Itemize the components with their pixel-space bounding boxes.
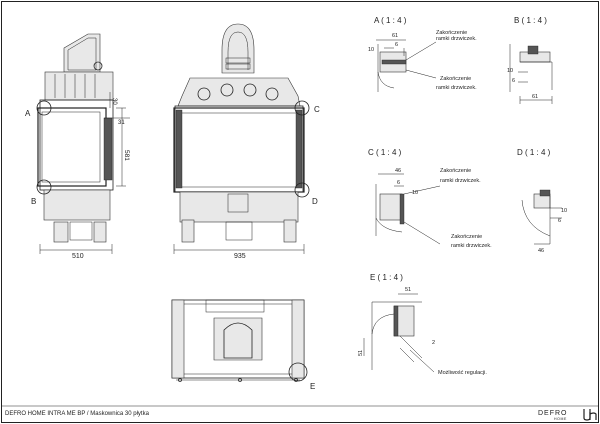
detail-a-note4: ramki drzwiczek. — [436, 85, 477, 91]
detail-e-dim3: 2 — [432, 340, 435, 346]
detail-a-dim3: 10 — [368, 47, 374, 53]
detail-c-note4: ramki drzwiczek. — [451, 243, 492, 249]
detail-a-dim1: 61 — [392, 33, 398, 39]
detail-c-dim1: 46 — [395, 168, 401, 174]
detail-d-dim1: 10 — [561, 208, 567, 214]
detail-b-dim1: 10 — [507, 68, 513, 74]
front-view — [173, 23, 310, 254]
detail-e-note: Możliwość regulacji. — [438, 370, 487, 376]
front-width-dim: 935 — [234, 253, 246, 260]
detail-a-dim2: 6 — [395, 42, 398, 48]
top-view — [171, 299, 308, 382]
detail-a-note3: Zakończenie — [440, 76, 471, 82]
detail-c-note3: Zakończenie — [451, 234, 482, 240]
side-view — [36, 33, 130, 254]
detail-d-dim3: 46 — [538, 248, 544, 254]
detail-e-title: E ( 1 : 4 ) — [370, 273, 403, 282]
defro-logo-icon — [583, 409, 597, 421]
detail-c — [375, 173, 441, 245]
detail-b-dim3: 61 — [532, 94, 538, 100]
detail-a-note2: ramki drzwiczek. — [436, 36, 477, 42]
side-dim-30: 30 — [111, 98, 117, 105]
side-height-dim: 581 — [123, 150, 130, 161]
callout-a: A — [25, 109, 31, 118]
detail-c-dim2: 6 — [397, 180, 400, 186]
logo-sub: HOME — [554, 417, 567, 421]
callout-e: E — [310, 382, 315, 391]
detail-d-title: D ( 1 : 4 ) — [517, 148, 551, 157]
callout-b: B — [31, 197, 36, 206]
detail-d — [521, 189, 562, 245]
detail-b — [509, 44, 553, 104]
callout-d: D — [312, 197, 318, 206]
detail-a — [376, 39, 437, 92]
detail-a-title: A ( 1 : 4 ) — [374, 16, 407, 25]
detail-c-title: C ( 1 : 4 ) — [368, 148, 402, 157]
side-width-dim: 510 — [72, 253, 84, 260]
detail-a-note1: Zakończenie — [436, 30, 467, 36]
detail-c-dim3: 10 — [412, 190, 418, 196]
callout-c: C — [314, 105, 320, 114]
side-dim-31: 31 — [118, 120, 125, 126]
detail-c-note1: Zakończenie — [440, 168, 471, 174]
detail-c-note2: ramki drzwiczek. — [440, 178, 481, 184]
detail-d-dim2: 6 — [558, 218, 561, 224]
detail-e — [363, 293, 435, 373]
detail-b-dim2: 6 — [512, 78, 515, 84]
detail-e-dim1: 51 — [405, 287, 411, 293]
sheet-caption: DEFRO HOME INTRA ME BP / Maskownica 30 p… — [5, 411, 150, 417]
detail-e-dim2: 51 — [358, 350, 364, 356]
detail-b-title: B ( 1 : 4 ) — [514, 16, 547, 25]
logo-text: DEFRO — [538, 410, 568, 417]
